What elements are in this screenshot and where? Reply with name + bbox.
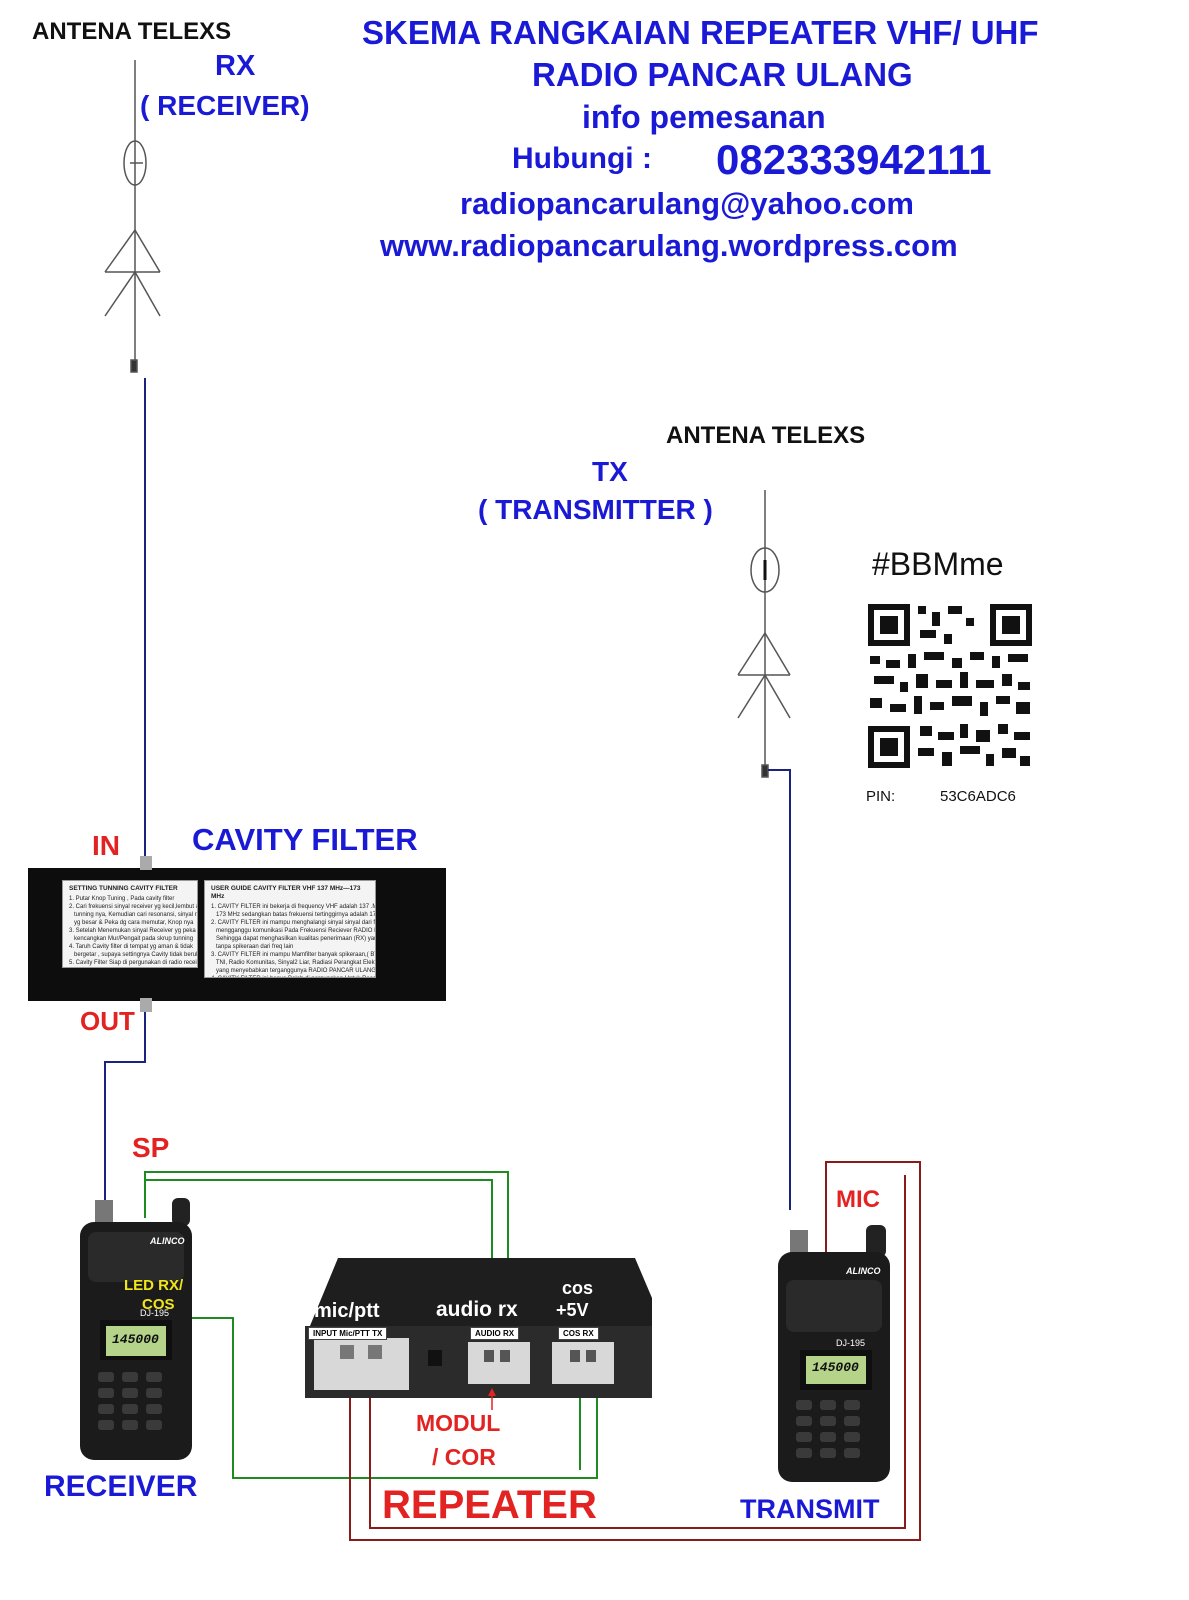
cavity-card-guide-line: mengganggu komunikasi Pada Frekuensi Rec… (216, 928, 375, 934)
receiver-radio-icon (80, 1198, 192, 1460)
cavity-card-setting-line: bergetar , supaya settingnya Cavity tida… (74, 952, 197, 958)
receiver-freq: 145000 (112, 1332, 159, 1347)
cavity-card-guide-lines: 1. CAVITY FILTER ini bekerja di frequenc… (211, 903, 376, 977)
cavity-card-guide: USER GUIDE CAVITY FILTER VHF 137 MHz—173… (204, 880, 376, 978)
module-cos-label-line2: +5V (556, 1300, 589, 1320)
cavity-card-guide-title: USER GUIDE CAVITY FILTER VHF 137 MHz—173… (211, 885, 361, 900)
header-title-line2: RADIO PANCAR ULANG (532, 56, 913, 93)
cavity-in-label: IN (92, 830, 120, 861)
tx-antenna-role-full: ( TRANSMITTER ) (478, 494, 713, 525)
bbm-tag: #BBMme (872, 546, 1004, 582)
cavity-card-guide-line: 1. CAVITY FILTER ini bekerja di frequenc… (211, 904, 375, 910)
cavity-card-setting-line: 5. Cavity Filter Siap di pergunakan di r… (69, 960, 198, 966)
tx-antenna-icon (737, 490, 791, 778)
header-email: radiopancarulang@yahoo.com (460, 186, 914, 221)
coax-wires (104, 378, 791, 1210)
cavity-card-guide-line: 173 MHz sedangkan batas frekuensi tertin… (211, 912, 376, 918)
transmit-radio-icon (778, 1225, 890, 1482)
bbm-pin-label: PIN: (866, 788, 896, 805)
cavity-card-setting-line: kencangkan Mur/Pengait pada skrup tunnin… (69, 936, 194, 942)
tx-antenna-title: ANTENA TELEXS (666, 422, 866, 449)
transmitter-model: DJ-195 (836, 1338, 866, 1348)
mic-wires (349, 1161, 921, 1541)
cavity-card-guide-line: tanpa spikeraan dari freq lain (211, 944, 294, 950)
rx-antenna-role: RX (215, 50, 256, 82)
receiver-model: DJ-195 (140, 1308, 170, 1318)
module-modul-line1: MODUL (416, 1410, 501, 1436)
receiver-brand: ALINCO (150, 1236, 185, 1246)
cavity-card-setting: SETTING TUNNING CAVITY FILTER 1. Putar K… (62, 880, 198, 968)
cavity-card-setting-line: 3. Setelah Menemukan sinyal Receiver yg … (69, 928, 196, 934)
cavity-out-label: OUT (80, 1006, 135, 1036)
module-repeater-caption: REPEATER (382, 1483, 597, 1527)
header-contact-label: Hubungi : (512, 142, 652, 175)
bbm-pin-value: 53C6ADC6 (940, 788, 1016, 805)
header-website: www.radiopancarulang.wordpress.com (380, 228, 958, 263)
receiver-led-label-line1: LED RX/ (124, 1277, 184, 1294)
receiver-sp-label: SP (132, 1132, 170, 1163)
cavity-card-guide-line: TNI, Radio Komunitas, Sinyal2 Liar, Radi… (215, 960, 376, 966)
cavity-card-guide-line: 2. CAVITY FILTER ini mampu menghalangi s… (211, 920, 376, 926)
cavity-card-guide-line: yang menyebabkan terganggunya RADIO PANC… (216, 968, 376, 974)
module-cos-label-line1: cos (562, 1278, 594, 1298)
rx-antenna-role-full: ( RECEIVER) (140, 90, 310, 121)
receiver-led-label-line2: COS (142, 1296, 175, 1313)
module-modul-line2: / COR (432, 1444, 496, 1470)
transmitter-caption: TRANSMIT (740, 1494, 880, 1524)
tx-antenna-role: TX (592, 456, 628, 487)
cavity-card-guide-line: Sehingga dapat menghasilkan kualitas pen… (216, 936, 375, 942)
cavity-card-setting-title: SETTING TUNNING CAVITY FILTER (69, 885, 178, 892)
module-tag-audio: AUDIO RX (470, 1327, 520, 1340)
cavity-card-setting-line: tunning nya, Kemudian cari resonansi, si… (74, 912, 197, 918)
cavity-card-guide-line: 3. CAVITY FILTER ini mampu Mamfilter ban… (211, 952, 375, 958)
header-phone: 082333942111 (716, 136, 992, 183)
header-info: info pemesanan (582, 99, 826, 135)
cavity-card-setting-line: yg besar & Peka dg cara memutar, Knop ny… (69, 920, 194, 926)
cavity-card-setting-line: 1. Putar Knop Tuning , Pada cavity filte… (69, 896, 175, 902)
cavity-title: CAVITY FILTER (192, 822, 418, 857)
transmitter-freq: 145000 (812, 1360, 859, 1375)
rx-antenna-title: ANTENA TELEXS (32, 18, 232, 45)
rx-antenna-icon (104, 60, 161, 373)
transmitter-brand: ALINCO (846, 1266, 881, 1276)
cavity-card-setting-line: 2. Cari frekuensi sinyal receiver yg kec… (69, 904, 197, 910)
transmitter-mic-label: MIC (836, 1186, 880, 1213)
header-title-line1: SKEMA RANGKAIAN REPEATER VHF/ UHF (362, 14, 1039, 51)
qr-code-icon (868, 604, 1032, 768)
cavity-card-setting-line: 4. Taruh Cavity filter di tempat yg aman… (69, 944, 193, 950)
cavity-card-guide-line: 4. CAVITY FILTER ini hanya Boleh di perg… (211, 975, 375, 977)
module-micptt-label: mic/ptt (314, 1300, 380, 1322)
receiver-caption: RECEIVER (44, 1470, 198, 1503)
module-audiorx-label: audio rx (436, 1298, 518, 1321)
module-tag-input: INPUT Mic/PTT TX (308, 1327, 388, 1340)
cavity-card-setting-lines: 1. Putar Knop Tuning , Pada cavity filte… (69, 895, 198, 968)
module-tag-cos: COS RX (558, 1327, 599, 1340)
